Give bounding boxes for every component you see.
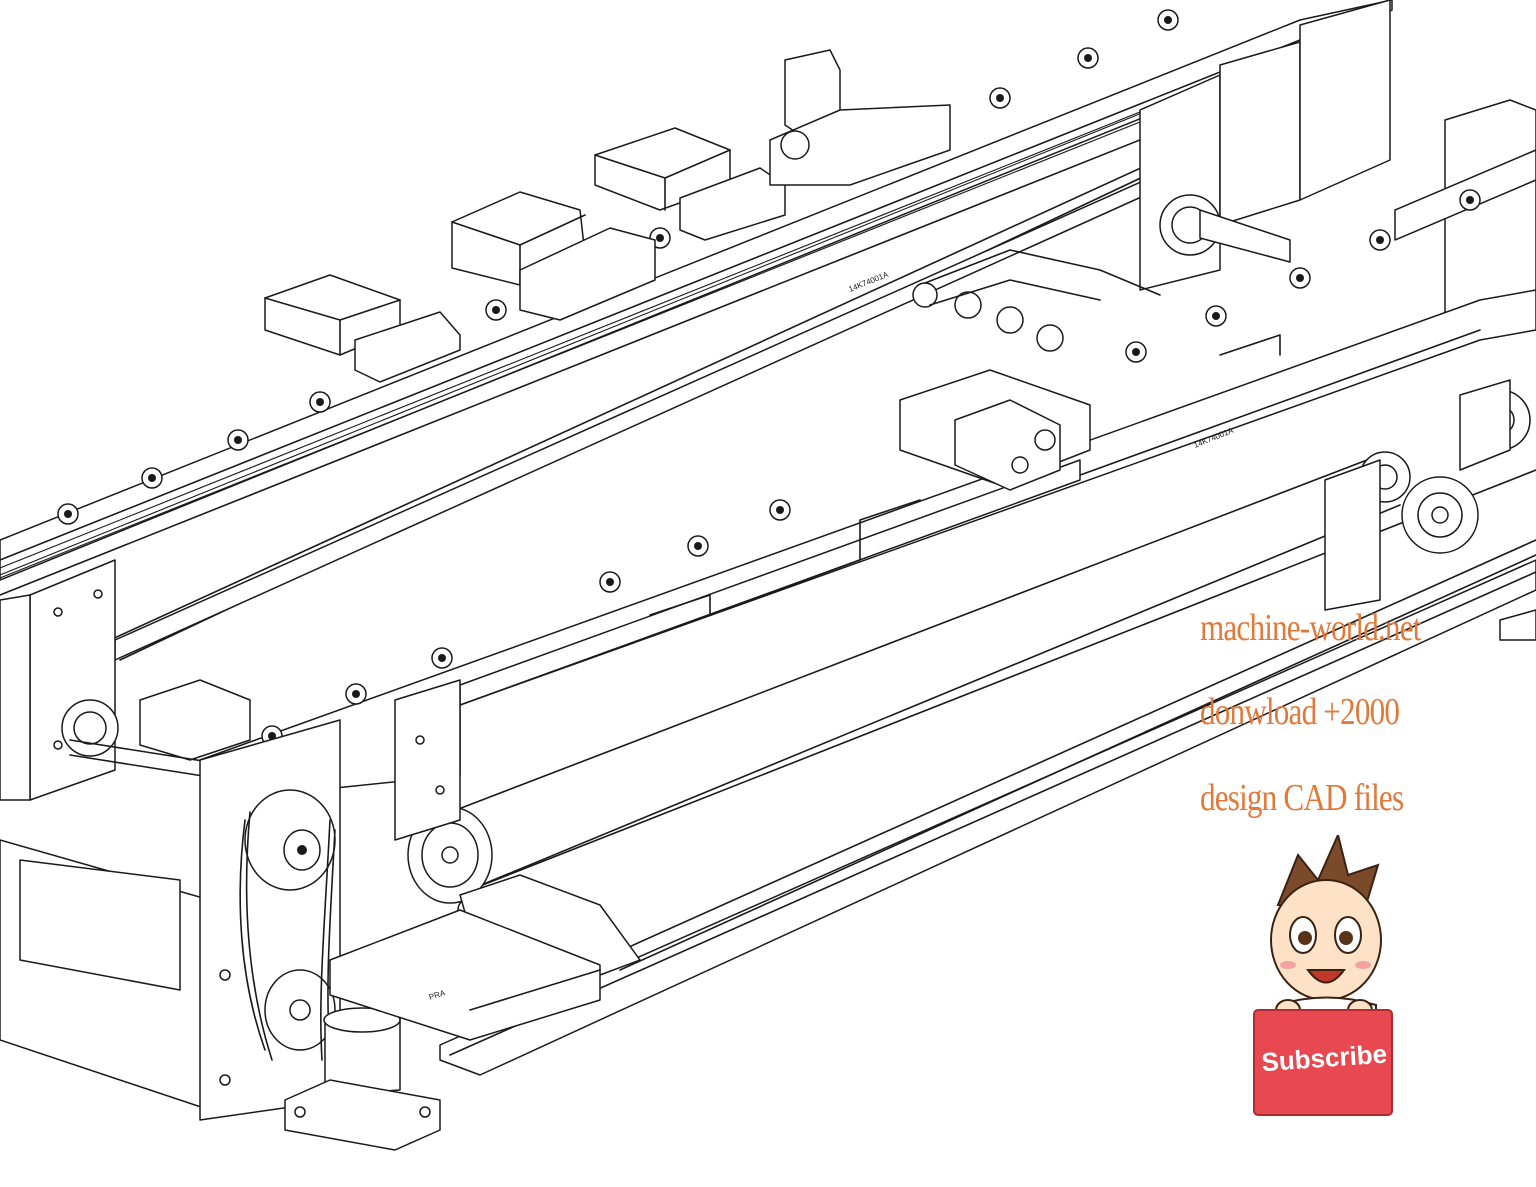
center-pulley [394, 679, 493, 904]
subscribe-button[interactable]: Subscribe ! [1253, 1009, 1404, 1116]
watermark-line-2: donwload +2000 [1200, 691, 1400, 733]
guide-rail [429, 454, 1536, 1076]
base-plate: PRA [329, 909, 601, 1041]
watermark-line-1: machine-world.net [1200, 607, 1421, 649]
top-cylinders [264, 49, 951, 383]
right-upper-frame [1139, 0, 1536, 331]
upper-beam-label: 14K74001A [847, 270, 890, 294]
support-post [284, 1007, 441, 1151]
lower-bearings [261, 189, 1481, 747]
sprocket-chain [239, 789, 336, 1061]
upper-chain [0, 47, 1301, 579]
left-frame [0, 559, 341, 1121]
cable-chain-top [912, 249, 1161, 352]
middle-cylinder [899, 369, 1091, 491]
subscribe-sticker[interactable]: Subscribe ! [1248, 835, 1408, 1125]
watermark-line-3: design CAD files [1200, 777, 1404, 819]
right-pulleys [1324, 379, 1536, 641]
cartoon-boy-icon [1270, 835, 1382, 1021]
